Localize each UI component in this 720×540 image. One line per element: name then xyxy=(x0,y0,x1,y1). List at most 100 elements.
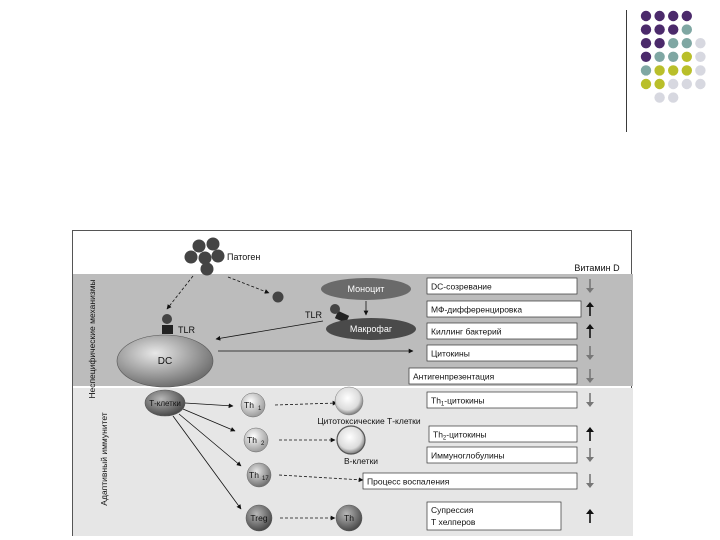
decorative-dot xyxy=(654,92,665,103)
th17-to-inflammation-arrow xyxy=(278,474,364,483)
arrow-down-icon xyxy=(586,402,594,407)
arrow-down-icon xyxy=(586,355,594,360)
effect-box-label: Супрессия xyxy=(431,505,474,515)
th2-label: Th xyxy=(247,435,257,445)
effect-box xyxy=(426,446,578,464)
th2-cell xyxy=(243,427,269,453)
th1-to-cytotoxic-arrow xyxy=(274,400,338,406)
decorative-dot xyxy=(640,78,652,90)
th-effector-cell xyxy=(335,504,363,532)
monocyte-cell xyxy=(321,278,411,300)
tlr-dc-label: TLR xyxy=(178,325,196,335)
cytotoxic-t-cell xyxy=(334,386,364,416)
effect-box-label: Иммуноглобулины xyxy=(431,451,505,461)
arrow-up-icon xyxy=(586,427,594,432)
pathogen-particle-icon xyxy=(162,314,172,324)
th1-subscript: 1 xyxy=(258,406,262,412)
b-cell xyxy=(336,425,366,455)
tcells-label: Т-клетки xyxy=(149,399,181,408)
effect-box-label-line2: Т хелперов xyxy=(431,517,476,527)
th2-subscript: 2 xyxy=(261,441,265,447)
effect-box xyxy=(408,367,578,385)
th17-cell xyxy=(246,462,272,488)
effect-box-label: Цитокины xyxy=(431,349,470,359)
bcells-label: В-клетки xyxy=(344,456,378,466)
decorative-dot xyxy=(668,24,679,35)
arrow-up-icon xyxy=(586,302,594,307)
vitamin-d-label: Витамин D xyxy=(574,263,620,273)
section-nonspecific-label: Неспецифические механизмы xyxy=(87,279,97,398)
effect-box xyxy=(426,277,578,295)
decorative-dot xyxy=(668,78,679,90)
section-adaptive-label: Адаптивный иммунитет xyxy=(99,412,109,505)
effect-box-label: МФ-дифференцировка xyxy=(431,305,522,315)
pathogen-icon xyxy=(184,237,225,276)
decorative-dot xyxy=(668,10,679,22)
decorative-dot xyxy=(640,51,652,62)
arrow-down-icon xyxy=(586,288,594,293)
decorative-dot xyxy=(668,65,679,76)
tlr-macrophage-label: TLR xyxy=(305,310,323,320)
effect-box-label: Процесс воспаления xyxy=(367,477,450,487)
decorative-dot xyxy=(695,38,706,49)
pathogen-particle-icon xyxy=(330,304,340,314)
decorative-dot xyxy=(654,65,665,76)
diagram-canvas: Неспецифические механизмы Адаптивный имм… xyxy=(73,237,633,536)
dc-label: DC xyxy=(158,356,172,367)
effect-box xyxy=(426,300,582,318)
arrow-up-icon xyxy=(586,324,594,329)
macrophage-label: Макрофаг xyxy=(350,324,393,334)
effect-box-label: DC-созревание xyxy=(431,282,492,292)
th1-label: Th xyxy=(244,400,254,410)
decorative-dot xyxy=(640,10,652,22)
th-effector-label: Th xyxy=(344,513,354,523)
treg-cell xyxy=(245,504,273,532)
macrophage-to-dc-arrow xyxy=(215,320,324,341)
decorative-dot xyxy=(654,24,665,35)
tcell-to-th17-arrow xyxy=(178,413,242,467)
decorative-vertical-line xyxy=(626,10,627,132)
tcell-to-th1-arrow xyxy=(184,402,234,409)
th1-cell xyxy=(240,392,266,418)
decorative-dot xyxy=(681,51,692,62)
effect-box xyxy=(426,391,578,409)
decorative-dot xyxy=(640,24,652,35)
arrow-down-icon xyxy=(586,378,594,383)
decorative-dot xyxy=(681,78,692,90)
effect-box-label: Th2-цитокины xyxy=(433,430,487,442)
decorative-dot xyxy=(695,51,706,62)
th17-subscript: 17 xyxy=(262,476,269,482)
cytotoxic-label: Цитотоксические Т-клетки xyxy=(317,416,421,426)
decorative-dot xyxy=(681,10,692,22)
effect-box-label: Киллинг бактерий xyxy=(431,327,502,337)
effect-box-label: Th1-цитокины xyxy=(431,396,485,408)
effect-box xyxy=(426,344,578,362)
arrow-down-icon xyxy=(586,457,594,462)
decorative-dot xyxy=(668,38,679,49)
decorative-dot xyxy=(654,51,665,62)
decorative-dot-grid xyxy=(640,10,706,103)
decorative-dot xyxy=(681,24,692,35)
pathogen-to-macrophage-arrow xyxy=(227,276,270,294)
arrow-down-icon xyxy=(586,483,594,488)
monocyte-label: Моноцит xyxy=(348,284,385,294)
arrow-up-icon xyxy=(586,509,594,514)
dendritic-cell xyxy=(116,334,214,388)
vitamin-d-immune-diagram: Неспецифические механизмы Адаптивный имм… xyxy=(72,230,633,536)
tcell-to-treg-arrow xyxy=(172,415,242,510)
effect-box-label: Антигенпрезентация xyxy=(413,372,495,382)
tcell-to-th2-arrow xyxy=(182,408,236,432)
decorative-dot xyxy=(640,65,652,76)
effect-box xyxy=(426,322,578,340)
decorative-dot xyxy=(640,38,652,49)
macrophage-cell xyxy=(326,318,416,340)
effect-box xyxy=(426,501,562,531)
decorative-dot xyxy=(695,65,706,76)
pathogen-particle-icon xyxy=(272,291,284,303)
decorative-dot xyxy=(668,51,679,62)
decorative-dot xyxy=(654,10,665,22)
effect-box xyxy=(428,425,578,443)
effect-box xyxy=(362,472,578,490)
decorative-dot xyxy=(681,38,692,49)
